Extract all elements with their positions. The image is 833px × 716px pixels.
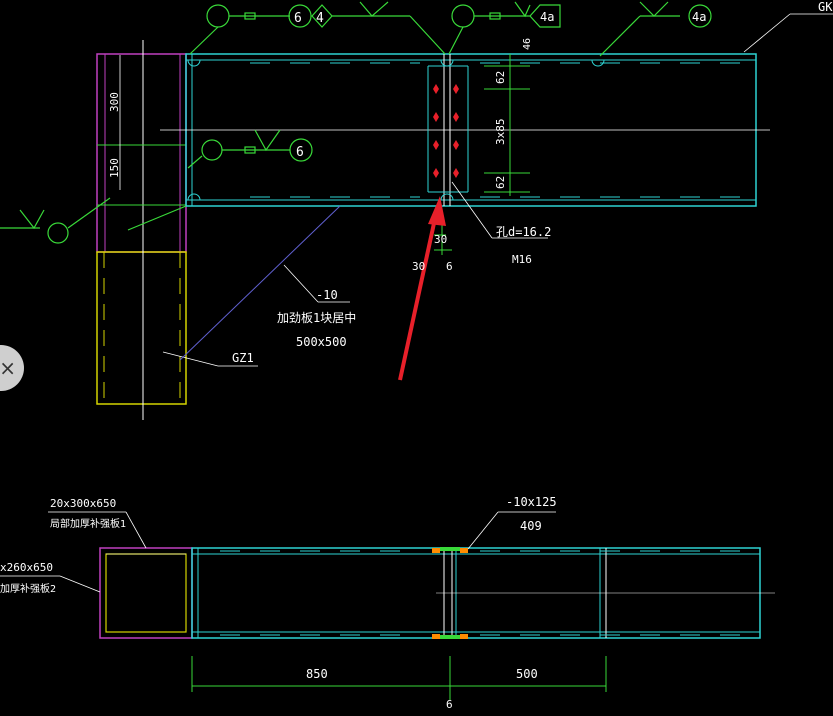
label-plate-thk: -10	[316, 288, 338, 302]
dim-500: 500	[516, 667, 538, 681]
red-arrow-annotation	[398, 196, 446, 381]
dim-46: 46	[522, 38, 533, 50]
label-plate-10x125: -10x125	[506, 495, 557, 509]
column-gz1-bottom	[99, 547, 193, 639]
label-stiffener-size: 500x500	[296, 335, 347, 349]
dim-850: 850	[306, 667, 328, 681]
dim-bottom	[191, 656, 607, 700]
label-plate2-size: x260x650	[0, 561, 53, 574]
section-marker-4: 4	[316, 11, 324, 26]
dim-62-top: 62	[494, 71, 507, 84]
dim-30-b: 30	[412, 260, 425, 273]
diagonal-guide	[179, 205, 341, 361]
label-hole-diameter: 孔d=16.2	[496, 225, 551, 239]
dim-bolts-vertical	[484, 54, 530, 196]
dim-6-top: 6	[446, 260, 453, 273]
column-gz1-top	[96, 40, 187, 420]
dim-small-below	[434, 225, 452, 255]
leaders	[162, 13, 833, 367]
label-plate2-note: 加厚补强板2	[0, 582, 56, 595]
beam-bottom	[191, 547, 775, 639]
label-plate1-note: 局部加厚补强板1	[50, 517, 126, 530]
label-stiffener-note: 加劲板1块居中	[277, 310, 356, 325]
section-marker-6: 6	[294, 11, 302, 26]
section-marker-4a-1: 4a	[540, 10, 554, 24]
dim-30-a: 30	[434, 233, 447, 246]
dim-409: 409	[520, 519, 542, 533]
dim-300: 300	[108, 92, 121, 112]
dim-150: 150	[108, 158, 121, 178]
section-markers-top	[0, 1, 712, 244]
beam-top	[160, 53, 770, 207]
label-gz1: GZ1	[232, 351, 254, 365]
label-gk: GK	[818, 0, 833, 14]
dim-3x85: 3x85	[494, 119, 507, 146]
dim-6-bottom: 6	[446, 698, 453, 711]
label-bolt-m16: M16	[512, 253, 532, 266]
leaders-bottom	[0, 511, 556, 593]
dim-62-bottom: 62	[494, 176, 507, 189]
section-marker-4a-2: 4a	[692, 10, 706, 24]
label-plate1-size: 20x300x650	[50, 497, 116, 510]
section-marker-6-mid: 6	[296, 145, 304, 160]
